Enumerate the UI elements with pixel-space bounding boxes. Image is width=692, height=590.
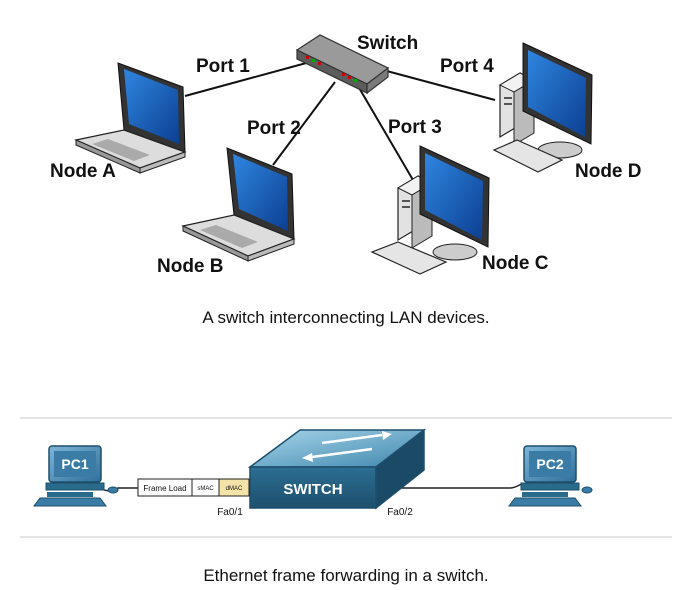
- laptop-icon: [74, 62, 187, 174]
- port-2-label: Port 2: [247, 118, 301, 139]
- cable-node-a: [184, 61, 311, 97]
- cable-node-c: [357, 85, 414, 181]
- caption-frame-forwarding: Ethernet frame forwarding in a switch.: [203, 566, 488, 585]
- port-4-label: Port 4: [440, 56, 494, 77]
- switch-label: SWITCH: [283, 481, 342, 498]
- switch-label: Switch: [357, 33, 418, 54]
- node-a-label: Node A: [50, 161, 116, 182]
- pc1-label: PC1: [61, 456, 88, 472]
- node-d-label: Node D: [575, 161, 642, 182]
- port-1-label: Port 1: [196, 56, 250, 77]
- port-fa0-2-label: Fa0/2: [387, 507, 413, 518]
- cable-node-b: [272, 81, 336, 166]
- port-3-label: Port 3: [388, 117, 442, 138]
- node-c-label: Node C: [482, 253, 549, 274]
- desktop-computer-icon: [492, 42, 593, 173]
- pc2-icon: [508, 445, 593, 507]
- laptop-icon: [181, 147, 296, 262]
- pc1-icon: [33, 445, 119, 507]
- pc2-label: PC2: [536, 456, 563, 472]
- smac-text: sMAC: [197, 486, 214, 492]
- dmac-cell: [218, 478, 250, 497]
- dmac-text: dMAC: [226, 486, 243, 492]
- port-fa0-1-label: Fa0/1: [217, 507, 243, 518]
- cable-node-d: [382, 69, 496, 101]
- frame-forwarding-diagram: PC1 PC2 SWITCH: [20, 417, 672, 585]
- forwarding-arrows-icon: [302, 431, 392, 462]
- frame-load-text: Frame Load: [143, 484, 186, 493]
- ethernet-frame: [137, 478, 250, 497]
- caption-lan-diagram: A switch interconnecting LAN devices.: [202, 308, 489, 327]
- switch-device-icon: [295, 34, 390, 95]
- node-b-label: Node B: [157, 256, 224, 277]
- desktop-computer-icon: [370, 145, 490, 275]
- switch-device-icon: [247, 428, 427, 510]
- lan-diagram: Switch Port 1 Port 2 Port 3 Port 4 Node …: [50, 33, 642, 327]
